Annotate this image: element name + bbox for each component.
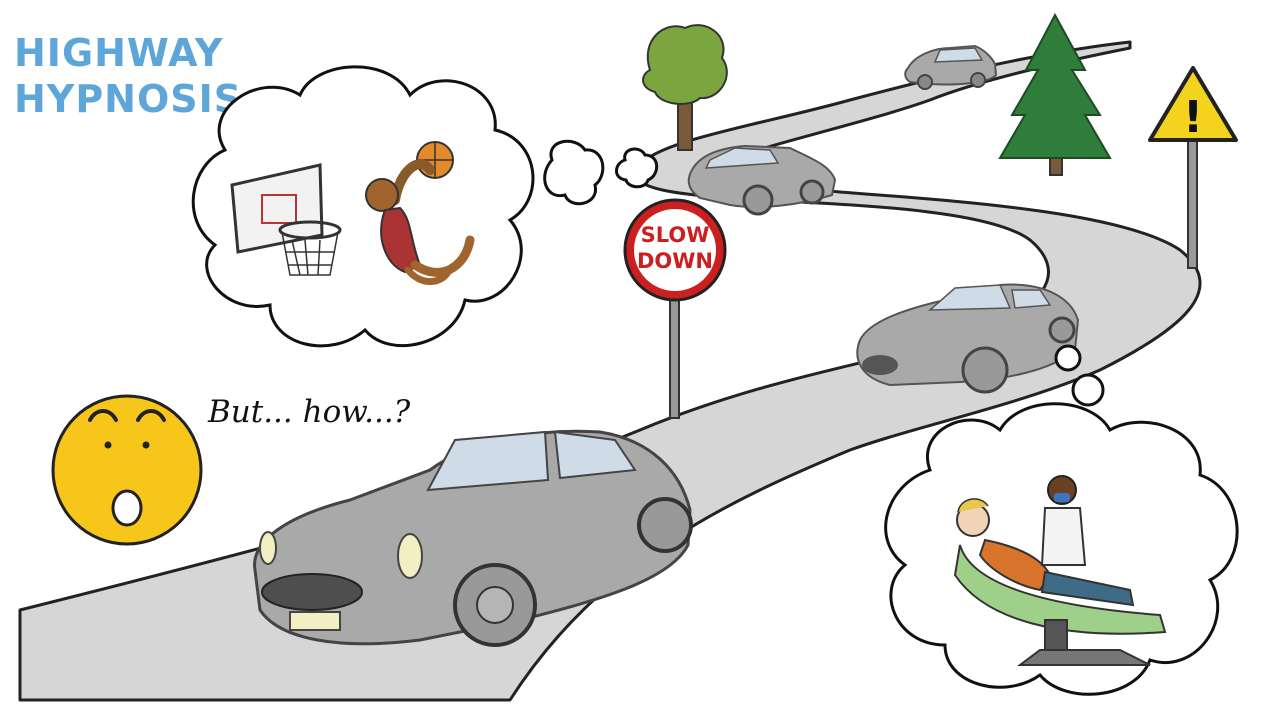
warning-symbol: ! [1183,92,1203,143]
deciduous-tree-icon [642,24,728,151]
slow-down-sign: SLOW DOWN [623,198,727,419]
thought-cloud-dentist [884,402,1239,696]
caption-text: But... how...? [207,394,411,430]
thought-cloud-basketball [191,65,535,348]
thought-bubbles-top [543,139,659,206]
warning-triangle-icon [1148,66,1238,142]
dentist-chair-icon [953,544,1167,666]
basketball-hoop-icon [230,163,342,276]
car-near-right [856,283,1080,394]
car-far [904,44,998,90]
title-line-2: HYPNOSIS [14,77,243,121]
thought-bubbles-bottom [1054,344,1105,407]
patient-icon [956,498,1135,607]
warning-sign: ! [1148,66,1238,269]
surprised-face-icon [51,394,203,546]
dentist-icon [1040,475,1087,566]
sign-line-2: DOWN [637,249,713,273]
basketball-player-icon [365,141,475,285]
title-line-1: HIGHWAY [14,31,224,75]
car-foreground [253,429,693,647]
car-mid [687,144,837,216]
page-title: HIGHWAY HYPNOSIS [14,30,242,122]
sign-line-1: SLOW [641,223,710,247]
pine-tree-icon [998,12,1112,176]
